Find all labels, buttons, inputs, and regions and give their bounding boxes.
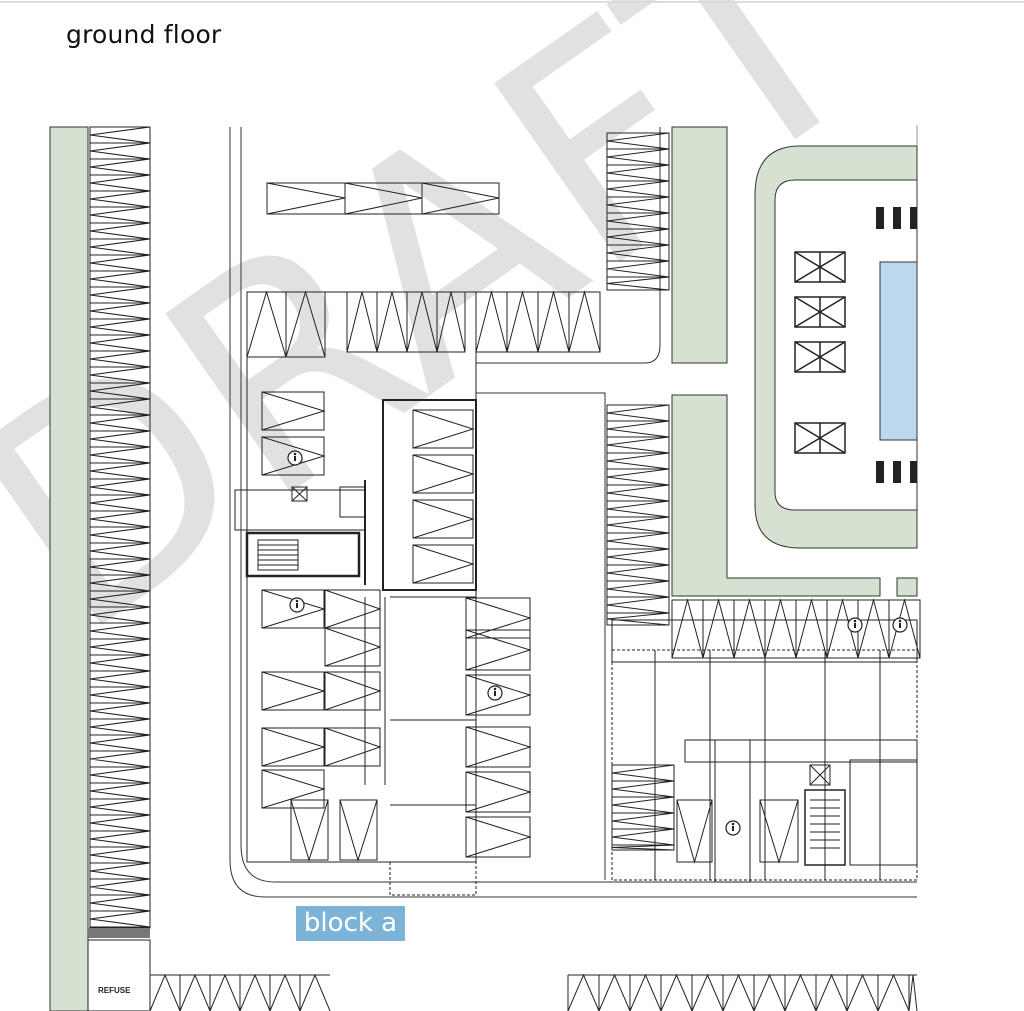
block-a-parking-bays [246,290,601,862]
block-a-label: block a [296,906,405,941]
outdoor-tables [794,251,846,454]
parking-row-top [266,182,500,215]
center-landscape-lower [671,394,881,597]
road-curbs [229,125,918,898]
swimming-pool [879,261,918,441]
left-landscape-strip [49,126,89,1011]
block-a-building [234,291,477,896]
center-landscape-top [671,126,728,364]
refuse-label: REFUSE [98,986,131,995]
parking-row-bottom [149,973,918,1011]
sun-loungers [876,207,917,483]
accessible-parking-icons [287,450,908,836]
refuse-area [87,939,151,1011]
left-parking-column [89,126,151,929]
block-b-parking-bays [671,598,921,864]
page-title: ground floor [66,20,222,49]
parking-column-mid [606,132,675,851]
